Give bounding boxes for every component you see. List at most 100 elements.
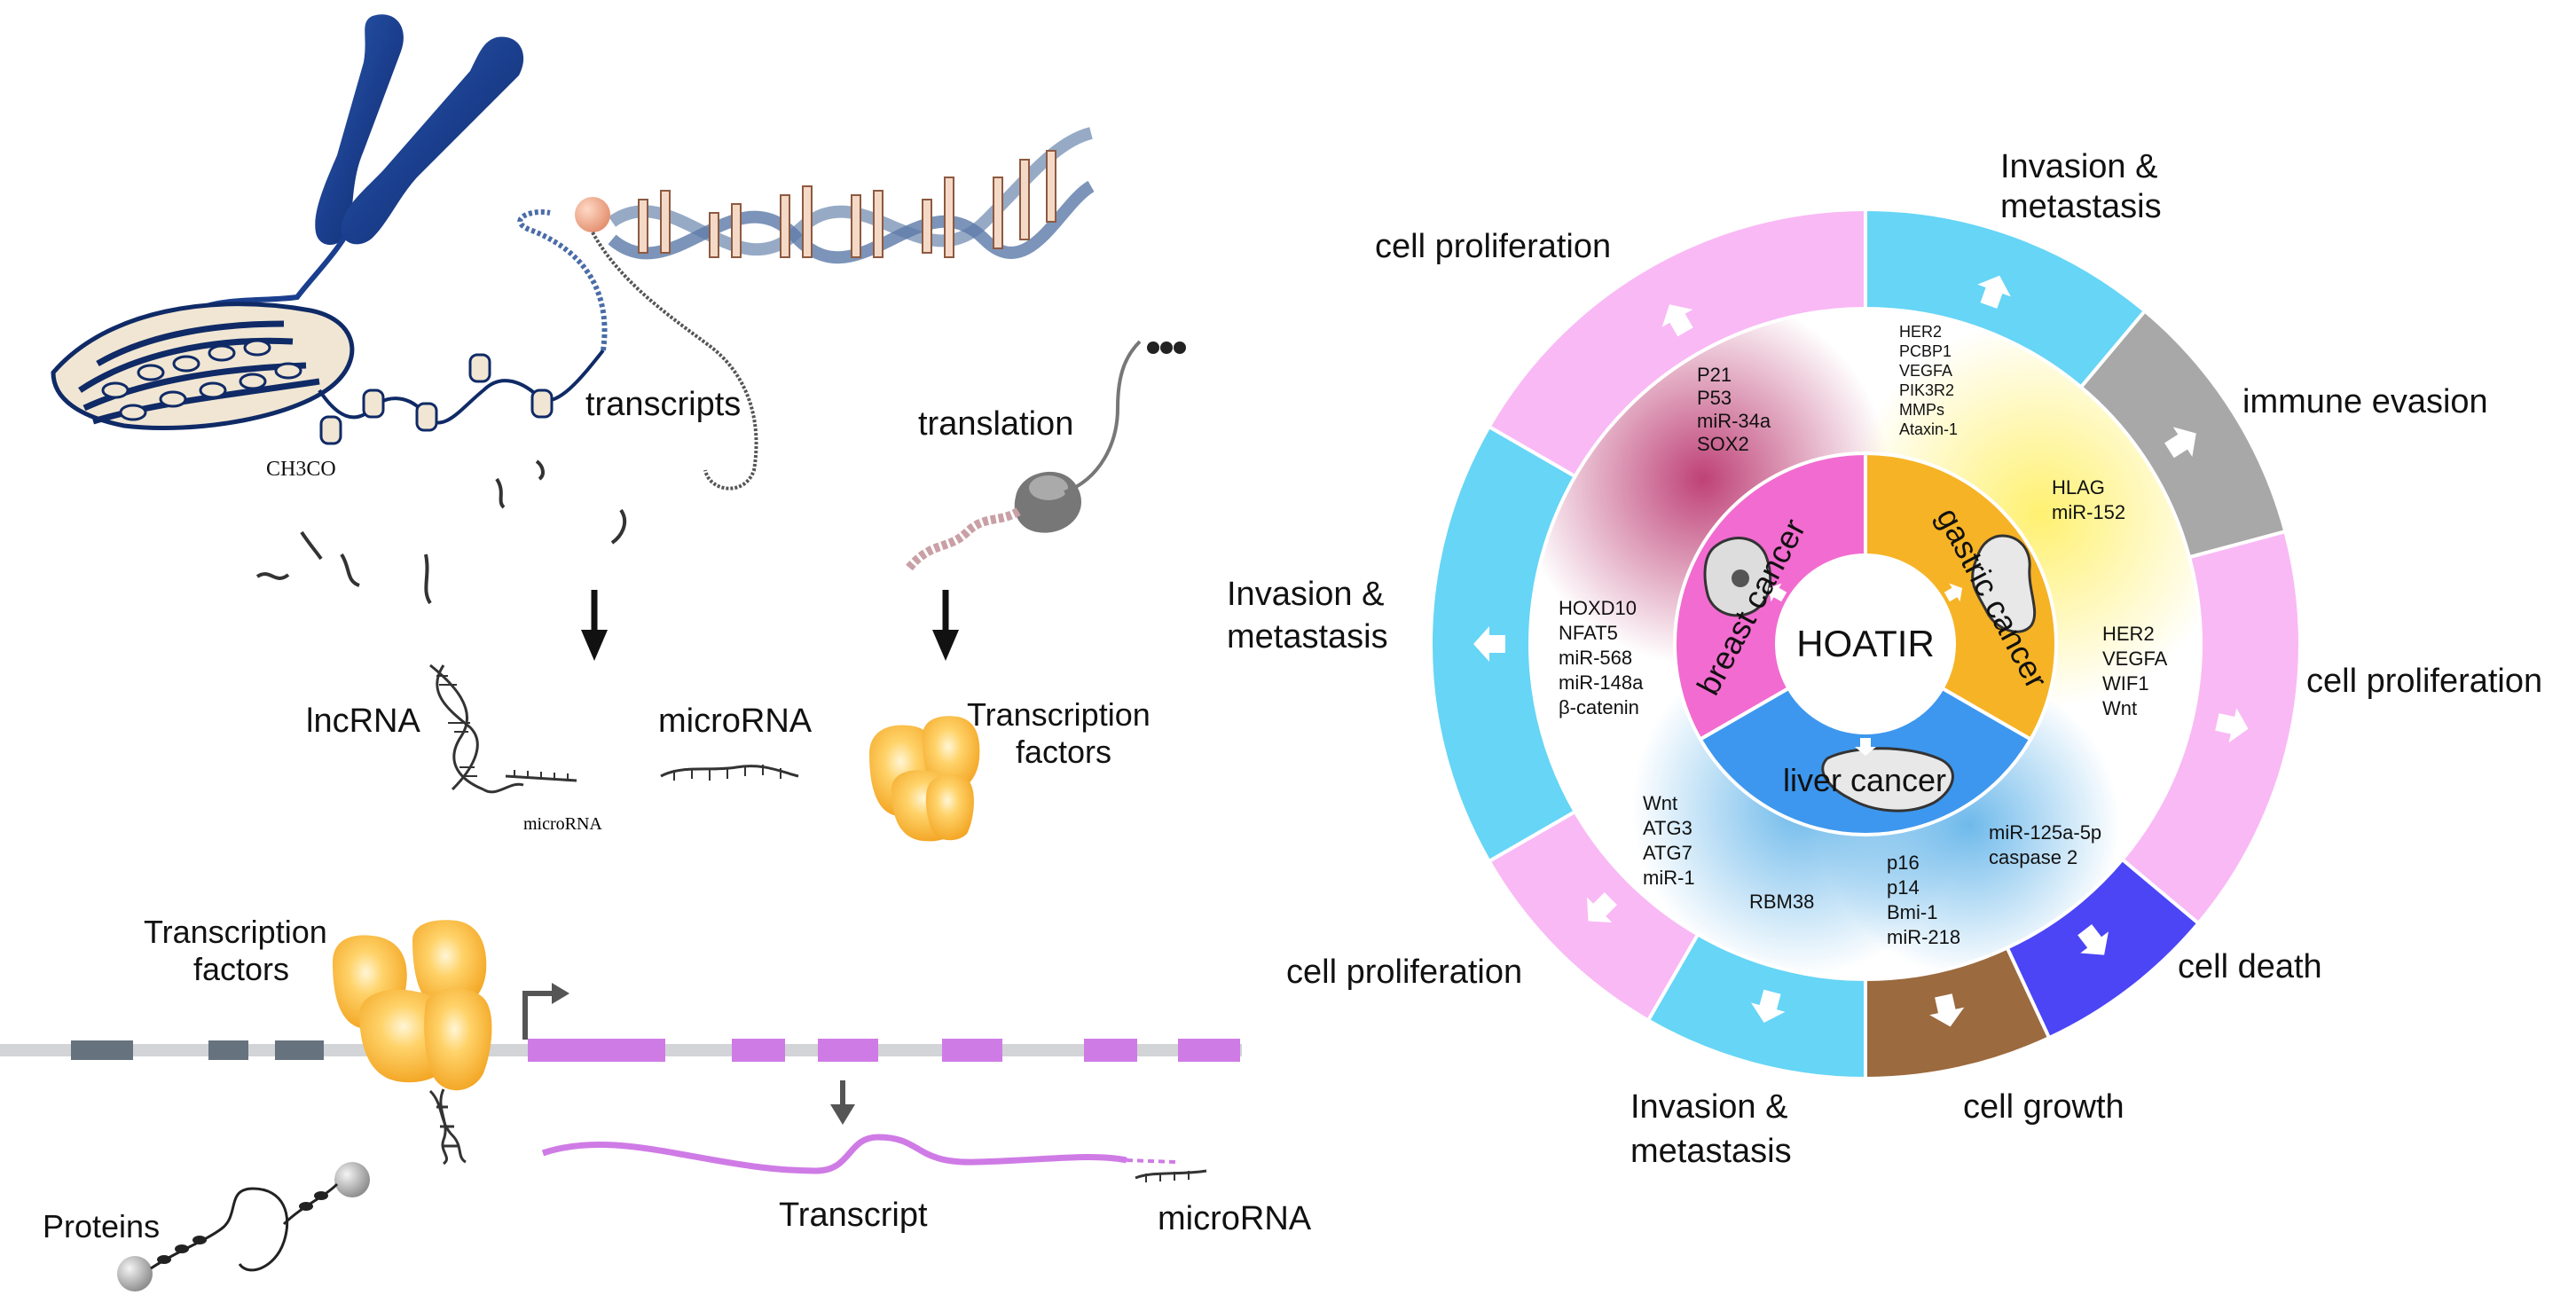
outer-segment-8 [1486, 207, 1867, 479]
gene-item: miR-1 [1643, 867, 1695, 889]
chromosome-icon [193, 14, 524, 313]
outer-label-growth: cell growth [1963, 1088, 2124, 1126]
liver-cancer-label: liver cancer [1783, 762, 1946, 798]
gene-item: P21 [1697, 364, 1732, 386]
outer-arrow-icon-1 [2164, 427, 2196, 459]
outer-label-prolif-top-left: cell proliferation [1375, 228, 1611, 265]
small-helix-icon [428, 1088, 467, 1166]
promoter-arrow-icon [522, 983, 569, 1040]
gene-item: MMPs [1899, 401, 1944, 419]
outer-label-invasion-top-line2: metastasis [2000, 188, 2162, 225]
gene-item: Wnt [1643, 792, 1677, 814]
gene-item: NFAT5 [1559, 622, 1618, 644]
gene-item: β-catenin [1559, 696, 1639, 718]
gene-item: Bmi-1 [1887, 901, 1937, 923]
gene-item: VEGFA [2102, 648, 2168, 670]
outer-label-immune: immune evasion [2242, 383, 2488, 420]
gene-item: Wnt [2102, 697, 2137, 719]
proteins-label: Proteins [43, 1208, 160, 1244]
transcript-strand-icon [541, 1134, 1176, 1174]
gene-item: miR-148a [1559, 671, 1644, 694]
ribosome-icon [906, 340, 1186, 571]
outer-arrow-icon-8 [1661, 304, 1693, 337]
stomach-icon [1971, 534, 2037, 633]
outer-arrow-icon-6 [1587, 892, 1617, 922]
gene-item: miR-34a [1697, 410, 1771, 432]
gene-item: PIK3R2 [1899, 381, 1954, 399]
gene-track [0, 1039, 1242, 1062]
outer-label-prolif-right: cell proliferation [2306, 663, 2542, 700]
transcripts-label: transcripts [585, 386, 741, 423]
gene-item: HER2 [1899, 323, 1942, 341]
breast-icon [1703, 537, 1772, 617]
outer-ring [1429, 207, 2302, 1081]
gene-item: caspase 2 [1989, 846, 2077, 868]
gene-item: miR-152 [2052, 501, 2125, 523]
center-arrow-icon-2 [1855, 738, 1876, 756]
center-arrow-icon-0 [1768, 583, 1787, 602]
gene-item: ATG3 [1643, 817, 1692, 839]
hotair-wheel: HOATIR breast cancer gastric cancer live… [1227, 148, 2542, 1170]
microrna-bottom-label: microRNA [1158, 1200, 1312, 1237]
gene-item: p14 [1887, 876, 1920, 899]
transcription-factor-bottom-icon [333, 920, 492, 1091]
down-arrow-left-icon [581, 590, 608, 661]
outer-arrow-icon-2 [2215, 708, 2249, 743]
gene-item: miR-218 [1887, 926, 1960, 948]
lncrna-microrna-label: microRNA [523, 814, 602, 834]
rna-fragments-icon [255, 459, 627, 605]
tf-bottom-label-line2: factors [193, 951, 289, 987]
gene-item: HOXD10 [1559, 597, 1637, 619]
gene-item: miR-125a-5p [1989, 821, 2101, 844]
liver-icon [1821, 747, 1954, 813]
lncrna-label: lncRNA [306, 703, 420, 740]
outer-label-invasion-bottom-line1: Invasion & [1630, 1088, 1787, 1126]
outer-arrow-icon-3 [2077, 924, 2109, 955]
gene-item: p16 [1887, 852, 1920, 874]
protein-icon [117, 1162, 370, 1291]
microrna-label: microRNA [658, 703, 813, 740]
outer-label-invasion-left-line1: Invasion & [1227, 576, 1384, 613]
microrna-strand-icon [660, 765, 799, 781]
transcript-label: Transcript [779, 1197, 928, 1234]
gene-item: Ataxin-1 [1899, 420, 1958, 438]
outer-arrow-icon-7 [1473, 626, 1505, 662]
center-label: HOATIR [1796, 623, 1935, 664]
microrna-bottom-strand-icon [1135, 1169, 1207, 1182]
gene-item: miR-568 [1559, 647, 1632, 669]
gene-item: RBM38 [1749, 891, 1814, 913]
center-disc [1777, 555, 1954, 733]
outer-label-invasion-left-line2: metastasis [1227, 618, 1388, 656]
down-arrow-right-icon [932, 590, 959, 661]
gene-item: ATG7 [1643, 842, 1692, 864]
outer-arrow-icon-5 [1750, 989, 1786, 1023]
tf-top-label-line1: Transcription [967, 696, 1151, 733]
tf-bottom-label-line1: Transcription [144, 914, 327, 950]
transcription-factor-top-icon [869, 716, 980, 842]
gene-item: HLAG [2052, 476, 2105, 498]
gene-item: SOX2 [1697, 433, 1749, 455]
outer-label-prolif-bottom-left: cell proliferation [1286, 954, 1522, 991]
gene-list-gastric-right-top: HLAG miR-152 [2052, 476, 2125, 523]
gene-item: P53 [1697, 387, 1732, 409]
lncrna-helix-icon [429, 663, 577, 794]
chromatin-icon: CH3CO [51, 209, 608, 481]
gene-item: PCBP1 [1899, 342, 1952, 360]
dna-helix-icon [575, 127, 1095, 491]
transcript-arrow-icon [830, 1080, 855, 1125]
center-arrows [1768, 583, 1963, 756]
outer-label-invasion-bottom-line2: metastasis [1630, 1133, 1792, 1170]
gene-item: VEGFA [1899, 362, 1952, 380]
tf-top-label-line2: factors [1016, 734, 1111, 770]
outer-arrow-icon-0 [1977, 275, 2011, 309]
center-arrow-icon-1 [1944, 583, 1963, 602]
gene-item: WIF1 [2102, 672, 2149, 695]
left-panel: CH3CO transcrip [0, 14, 1312, 1291]
